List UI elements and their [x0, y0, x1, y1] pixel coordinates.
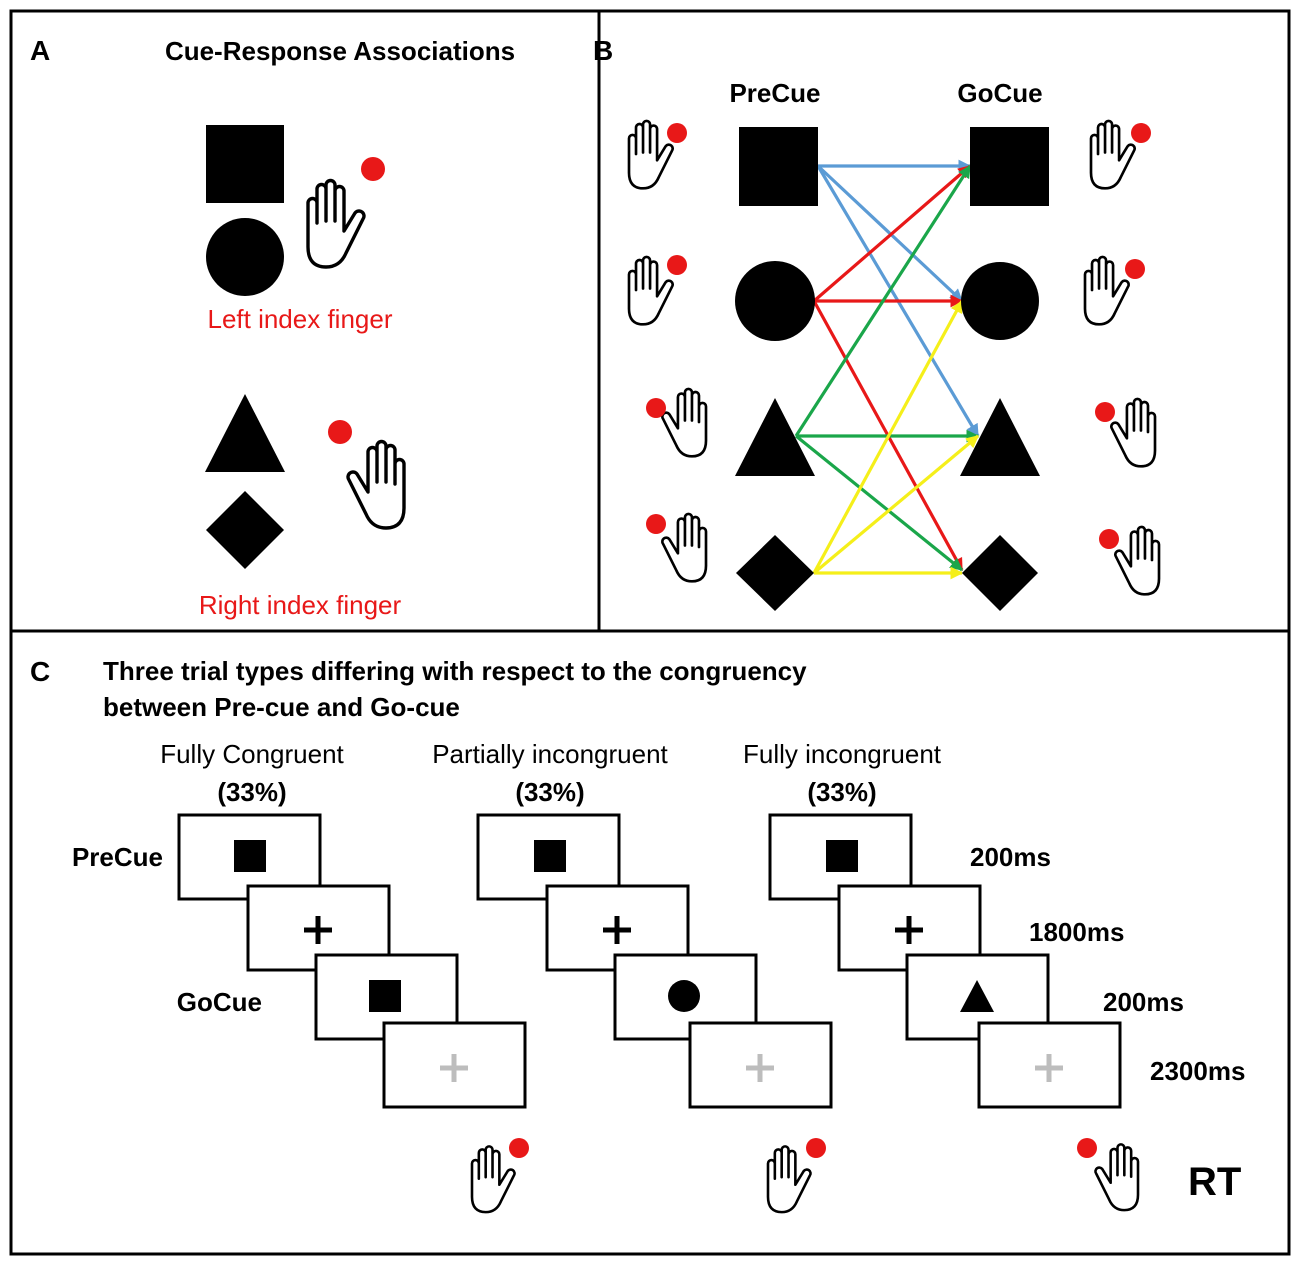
gray-fixation-cross: [746, 1054, 774, 1082]
square-stimulus: [534, 840, 566, 872]
left-finger-label: Left index finger: [207, 304, 392, 334]
precue-triangle: [735, 398, 815, 476]
gocue-triangle: [960, 398, 1040, 476]
fixation-cross: [895, 916, 923, 944]
panel-c: C Three trial types differing with respe…: [30, 656, 1245, 1214]
square-stimulus: [369, 980, 401, 1012]
fixation-cross: [304, 916, 332, 944]
gocue-label: GoCue: [177, 987, 262, 1017]
triangle-stimulus: [960, 980, 994, 1012]
fixation-cross: [603, 916, 631, 944]
precue-square: [739, 127, 818, 206]
right-hand-icon: [1111, 399, 1155, 466]
response-screen: [977, 1021, 1122, 1109]
arrow-diamond-to-circle: [812, 299, 964, 574]
left-hand-icon: [470, 1145, 516, 1214]
finger-dot-icon: [1099, 529, 1119, 549]
panel-a-title: Cue-Response Associations: [165, 36, 515, 66]
gocue-circle: [961, 262, 1039, 340]
right-finger-label: Right index finger: [199, 590, 402, 620]
finger-dot-icon: [806, 1138, 826, 1158]
right-hand-icon: [1095, 1144, 1138, 1210]
finger-dot-icon: [1077, 1138, 1097, 1158]
precue-label: PreCue: [72, 842, 163, 872]
precue-header: PreCue: [729, 78, 820, 108]
trial-fully-congruent: Fully Congruent (33%): [160, 739, 529, 1214]
finger-dot-icon: [361, 157, 385, 181]
gocue-square: [970, 127, 1049, 206]
finger-dot-icon: [646, 514, 666, 534]
gray-fixation-cross: [440, 1054, 468, 1082]
right-hand-icon: [1115, 527, 1159, 594]
timing-label: 200ms: [970, 842, 1051, 872]
right-hand-icon: [662, 389, 706, 456]
arrow-circle-to-square: [812, 164, 972, 303]
panel-b-letter: B: [593, 35, 613, 66]
left-hand-icon: [1083, 255, 1131, 326]
rt-label: RT: [1188, 1160, 1241, 1204]
arrow-diamond-to-triangle: [812, 434, 980, 575]
panel-a: A Cue-Response Associations Left index f…: [30, 35, 515, 620]
arrow-triangle-to-diamond: [794, 434, 964, 572]
trial-percentage: (33%): [807, 777, 876, 807]
panel-b: B PreCue GoCue: [593, 35, 1159, 611]
timing-label: 1800ms: [1029, 917, 1124, 947]
timing-label: 2300ms: [1150, 1056, 1245, 1086]
panel-a-letter: A: [30, 35, 50, 66]
diamond-shape: [206, 491, 284, 569]
finger-dot-icon: [667, 255, 687, 275]
gocue-header: GoCue: [957, 78, 1042, 108]
precue-circle: [735, 261, 815, 341]
trial-fully-incongruent: Fully incongruent (33%): [743, 739, 1138, 1210]
finger-dot-icon: [509, 1138, 529, 1158]
trial-percentage: (33%): [515, 777, 584, 807]
right-hand-icon: [662, 514, 706, 581]
connection-arrows: [794, 159, 980, 580]
timing-label: 200ms: [1103, 987, 1184, 1017]
finger-dot-icon: [328, 420, 352, 444]
panel-c-title-line1: Three trial types differing with respect…: [103, 656, 807, 686]
left-hand-icon: [306, 178, 366, 269]
finger-dot-icon: [667, 123, 687, 143]
gocue-diamond: [962, 535, 1038, 611]
right-hand-icon: [348, 442, 404, 529]
finger-dot-icon: [646, 398, 666, 418]
left-hand-icon: [766, 1145, 812, 1214]
gray-fixation-cross: [1035, 1054, 1063, 1082]
precue-diamond: [736, 535, 814, 611]
circle-shape: [206, 218, 284, 296]
trial-name: Fully incongruent: [743, 739, 942, 769]
trial-name: Partially incongruent: [432, 739, 668, 769]
left-hand-icon: [627, 119, 675, 190]
square-stimulus: [826, 840, 858, 872]
panel-c-title-line2: between Pre-cue and Go-cue: [103, 692, 460, 722]
trial-percentage: (33%): [217, 777, 286, 807]
left-hand-icon: [627, 255, 675, 326]
arrow-triangle-to-square: [794, 164, 972, 437]
left-hand-icon: [1089, 119, 1137, 190]
circle-stimulus: [668, 980, 700, 1012]
finger-dot-icon: [1131, 123, 1151, 143]
trial-partially-incongruent: Partially incongruent (33%): [432, 739, 833, 1214]
panel-c-letter: C: [30, 656, 50, 687]
triangle-shape: [205, 394, 285, 472]
trial-name: Fully Congruent: [160, 739, 344, 769]
square-stimulus: [234, 840, 266, 872]
square-shape: [206, 125, 284, 203]
finger-dot-icon: [1125, 259, 1145, 279]
response-screen: [688, 1021, 833, 1109]
finger-dot-icon: [1095, 402, 1115, 422]
